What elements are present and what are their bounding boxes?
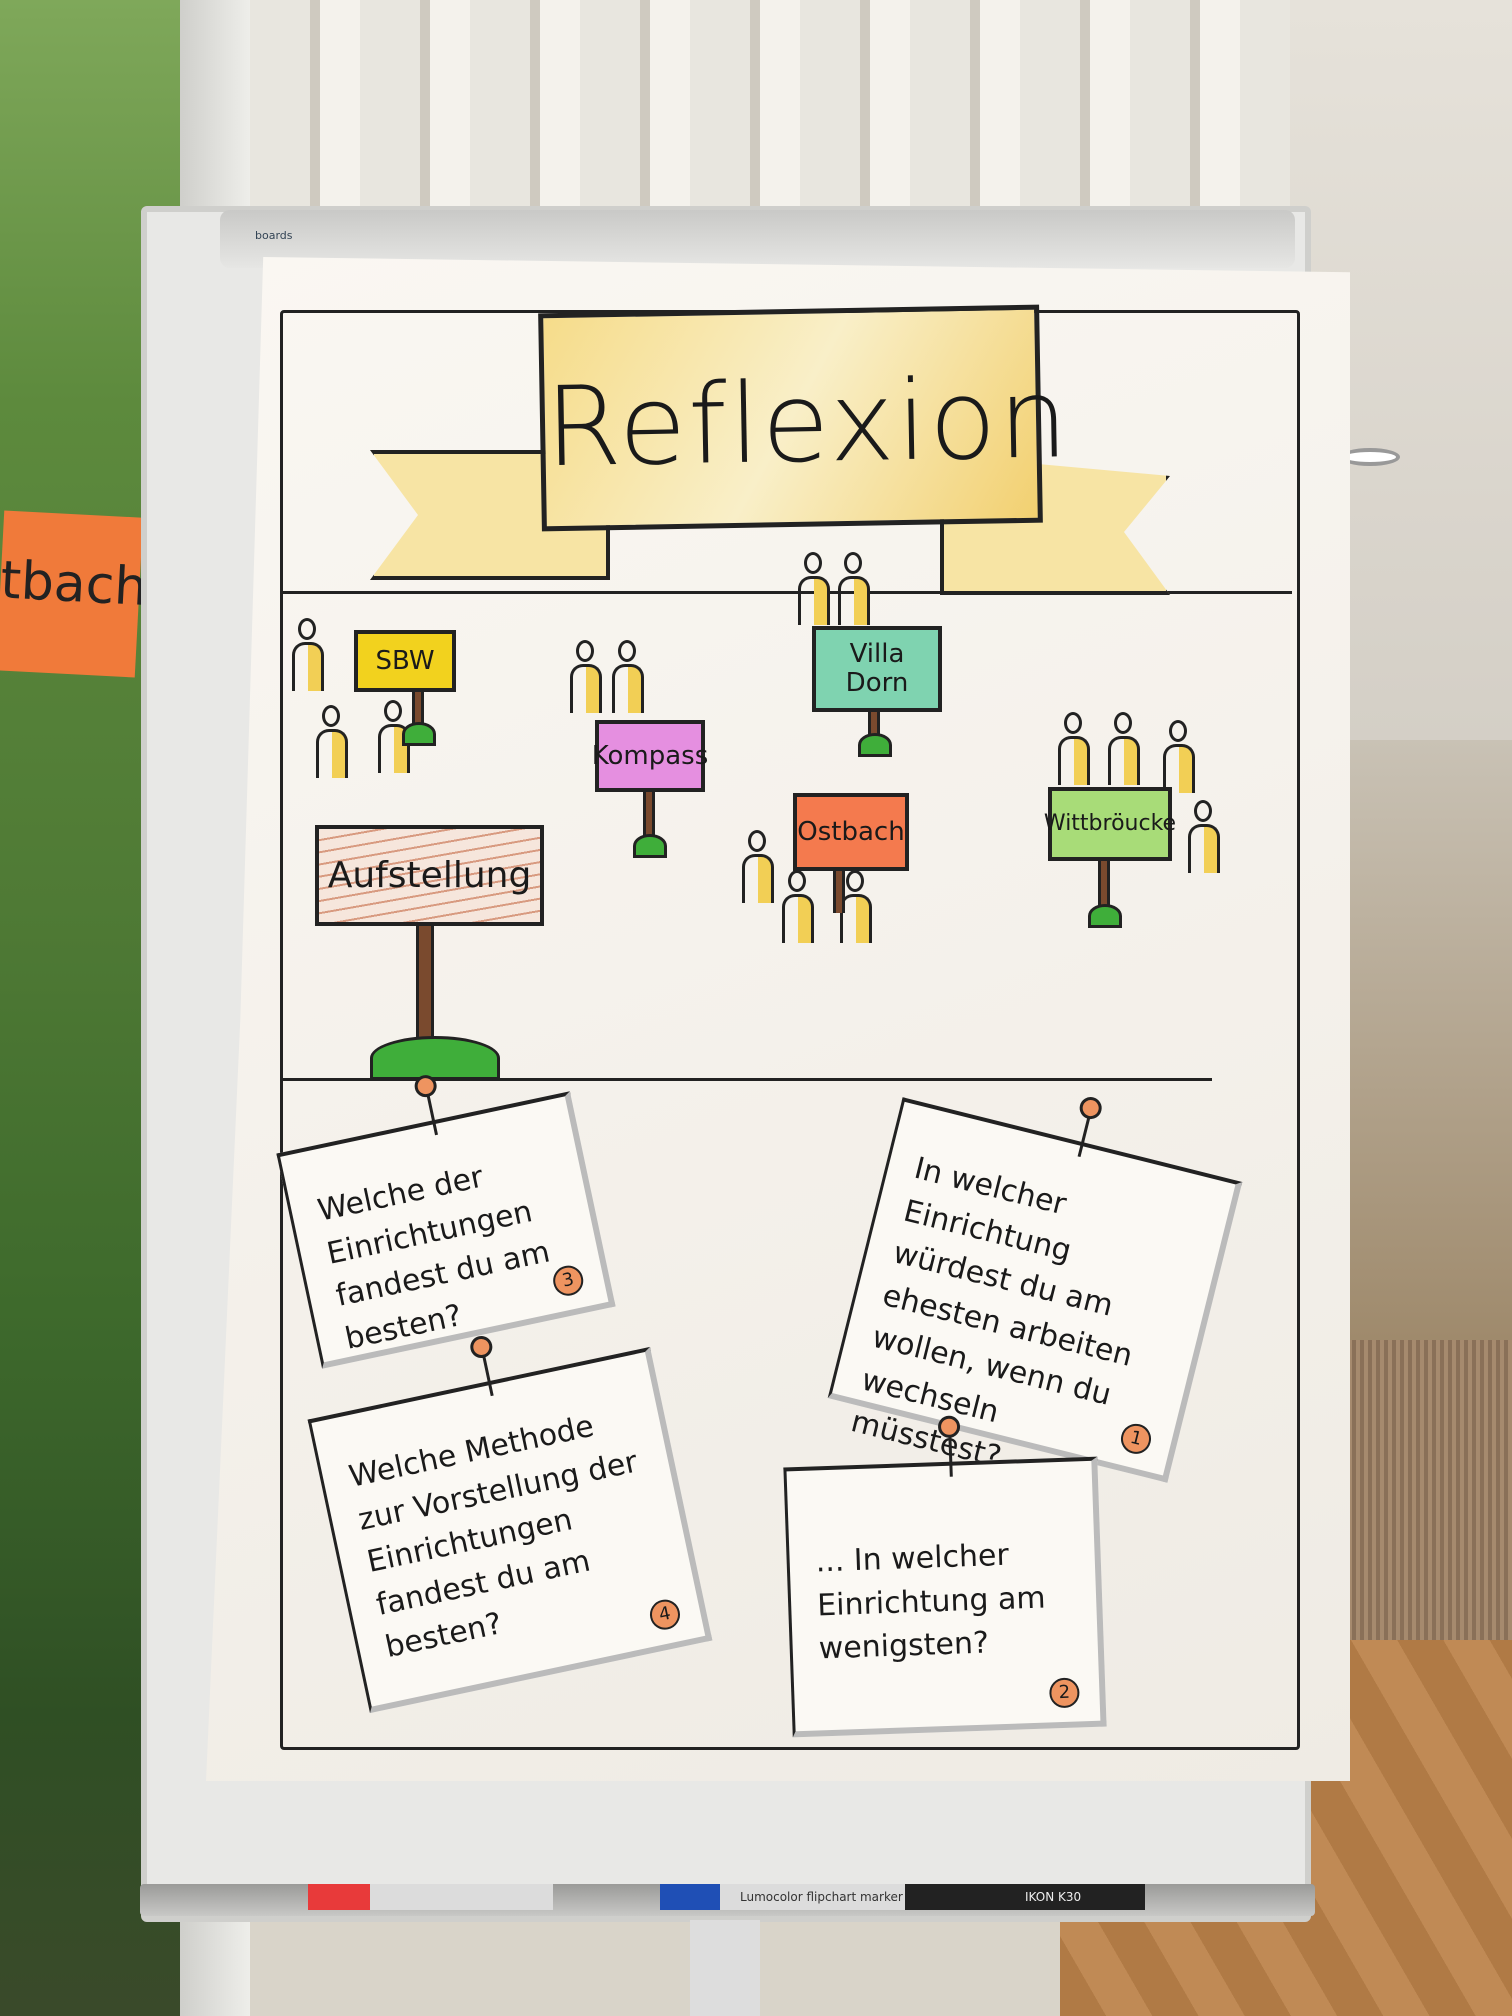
divider-middle	[282, 1078, 1212, 1081]
grass-icon	[402, 722, 436, 746]
person-icon	[782, 870, 814, 943]
person-icon	[1108, 712, 1140, 785]
person-icon	[838, 552, 870, 625]
sign-villa-dorn: Villa Dorn	[812, 626, 942, 712]
grass-icon	[858, 733, 892, 757]
question-number: 4	[647, 1596, 683, 1633]
person-icon	[378, 700, 410, 773]
sign-aufstellung: Aufstellung	[315, 825, 544, 926]
blue-marker[interactable]: Lumocolor flipchart marker	[660, 1884, 910, 1910]
person-icon	[570, 640, 602, 713]
grass-icon	[1088, 904, 1122, 928]
grass-icon	[370, 1036, 500, 1080]
sign-wittbroucke: Wittbröucke	[1044, 787, 1176, 861]
sign-kompass: Kompass	[592, 720, 708, 792]
marker-label: Lumocolor flipchart marker	[740, 1890, 903, 1904]
person-icon	[292, 618, 324, 691]
question-text: Welche Methode zur Vorstellung der Einri…	[345, 1408, 641, 1666]
marker-label: IKON K30	[1025, 1890, 1082, 1904]
window-sign: tbach	[0, 510, 149, 678]
person-icon	[1188, 800, 1220, 873]
page-title: Reflexion	[544, 354, 1072, 492]
carpet	[1320, 1340, 1512, 1660]
window-blinds	[250, 0, 1300, 230]
sign-ostbach: Ostbach	[793, 793, 909, 871]
question-text: Welche der Einrichtungen fandest du am b…	[314, 1159, 553, 1357]
person-icon	[1163, 720, 1195, 793]
title-banner: Reflexion	[538, 304, 1071, 532]
person-icon	[612, 640, 644, 713]
flipchart-stand	[690, 1920, 760, 2016]
person-icon	[798, 552, 830, 625]
board-logo: boards	[255, 229, 293, 242]
flipchart-clamp	[220, 210, 1295, 268]
divider-top	[282, 591, 1292, 594]
sign-sbw: SBW	[354, 630, 456, 692]
red-marker[interactable]	[308, 1884, 553, 1910]
person-icon	[840, 870, 872, 943]
question-text: In welcher Einrichtung würdest du am ehe…	[847, 1150, 1137, 1485]
grass-icon	[633, 834, 667, 858]
question-number: 2	[1048, 1677, 1080, 1709]
sign-post	[833, 868, 845, 913]
person-icon	[742, 830, 774, 903]
question-text: ... In welcher Einrichtung am wenigsten?	[815, 1537, 1047, 1667]
question-note: ... In welcher Einrichtung am wenigsten?…	[783, 1415, 1107, 1738]
pin-icon	[937, 1415, 960, 1439]
sign-post	[416, 924, 434, 1044]
person-icon	[316, 705, 348, 778]
question-number: 1	[1117, 1420, 1155, 1458]
question-number: 3	[550, 1262, 587, 1299]
person-icon	[1058, 712, 1090, 785]
black-marker[interactable]: IKON K30	[905, 1884, 1145, 1910]
